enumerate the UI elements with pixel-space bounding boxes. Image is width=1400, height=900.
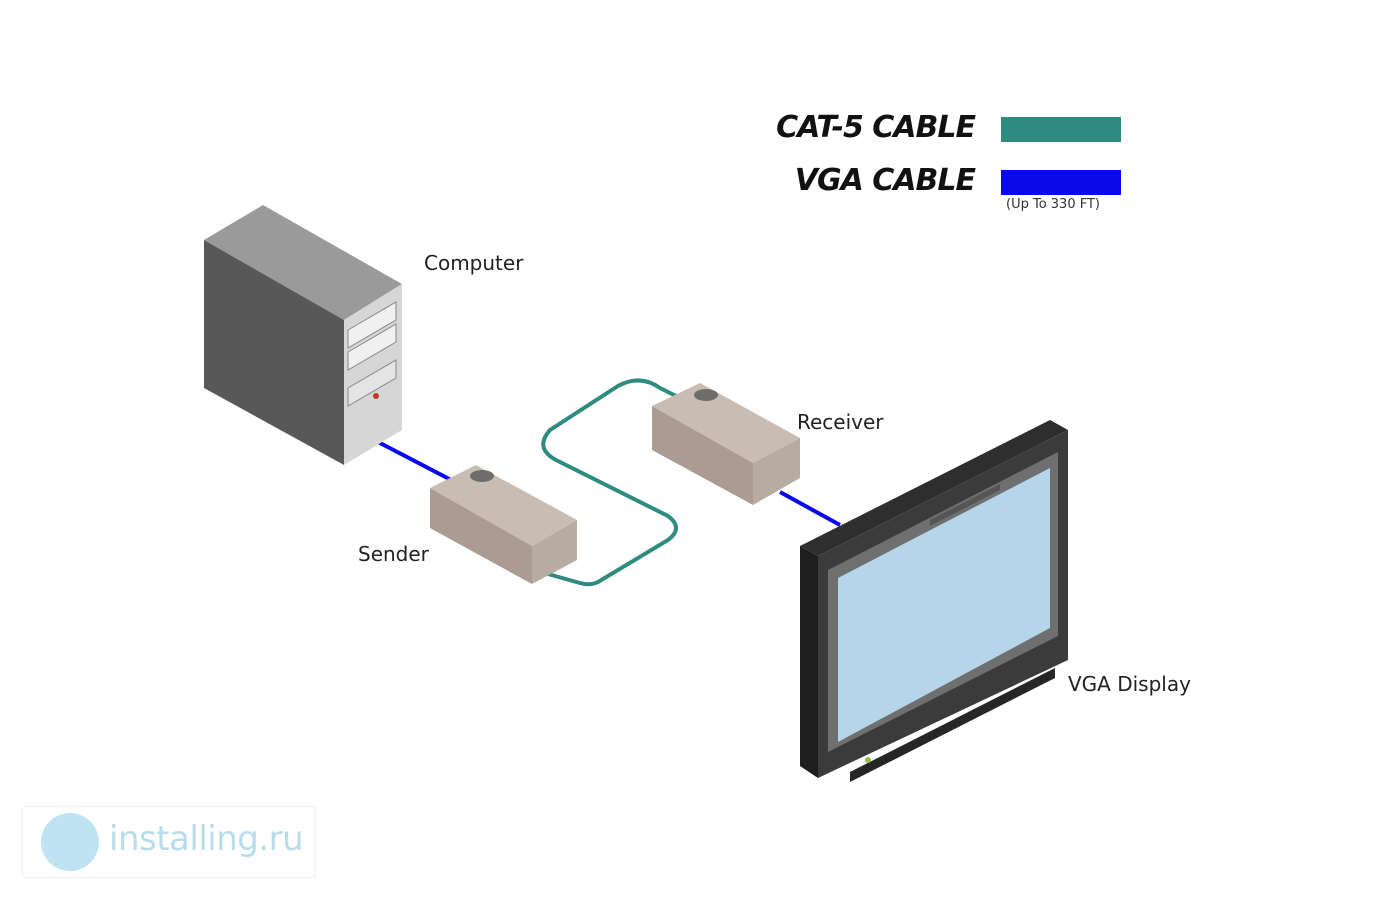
legend-cat5-swatch [1001,117,1121,142]
vga-display-label: VGA Display [1068,672,1191,696]
computer-label: Computer [424,251,524,275]
legend-vga-label: VGA CABLE [794,163,976,198]
receiver-label: Receiver [797,410,884,434]
watermark-text: installing.ru [109,819,304,859]
legend-vga-swatch [1001,170,1121,195]
computer-icon [204,205,402,465]
cat5-cable [541,378,681,587]
vga-cable-computer-sender [377,440,456,484]
legend-cat5-label: CAT-5 CABLE [776,110,976,145]
sender-label: Sender [358,542,429,566]
vga-display-icon [800,420,1068,782]
watermark-logo-icon [41,813,99,871]
legend-vga-note: (Up To 330 FT) [1006,197,1100,212]
sender-box-icon [430,465,577,584]
receiver-box-icon [652,383,800,505]
vga-cable-receiver-display [779,490,841,527]
watermark: installing.ru [22,806,316,878]
